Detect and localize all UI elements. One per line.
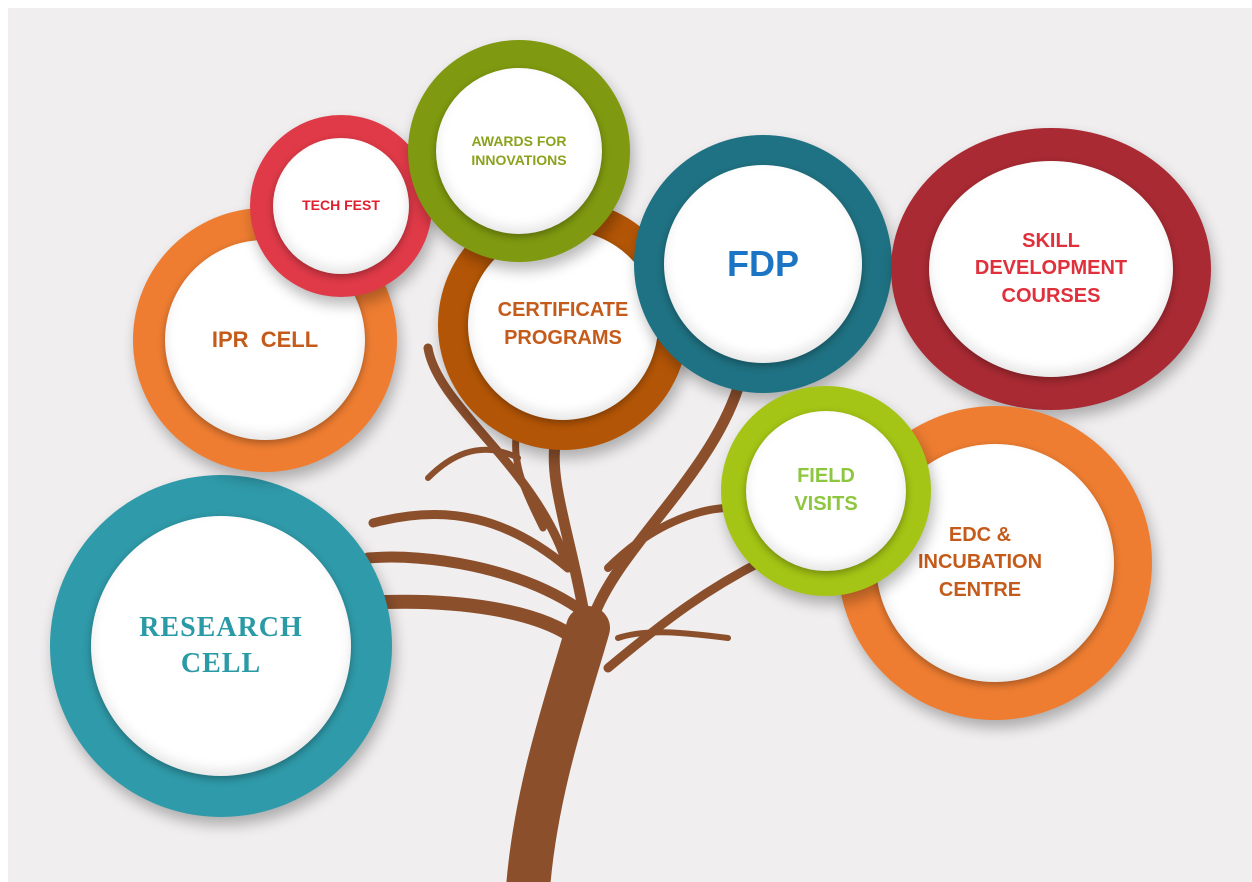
node-research-cell: RESEARCH CELL — [50, 475, 392, 817]
ipr-cell-label: IPR CELL — [211, 326, 319, 352]
node-tech-fest-inner: TECH FEST — [273, 138, 409, 274]
node-fdp-inner: FDP — [664, 165, 862, 363]
field-visits-label: FIELD VISITS — [794, 465, 858, 515]
skill-development-courses-label: SKILL DEVELOPMENT COURSES — [974, 229, 1128, 307]
node-skill-development-courses-inner: SKILL DEVELOPMENT COURSES — [929, 161, 1173, 377]
node-awards-for-innovations: AWARDS FOR INNOVATIONS — [408, 40, 630, 262]
certificate-programs-label: CERTIFICATE PROGRAMS — [497, 299, 629, 349]
tree-trunk-and-branches — [356, 343, 773, 882]
fdp-label: FDP — [727, 243, 799, 285]
node-fdp: FDP — [634, 135, 892, 393]
node-certificate-programs-inner: CERTIFICATE PROGRAMS — [468, 230, 658, 420]
node-research-cell-inner: RESEARCH CELL — [91, 516, 351, 776]
edc-incubation-centre-label: EDC & INCUBATION CENTRE — [917, 523, 1043, 601]
node-tech-fest: TECH FEST — [250, 115, 432, 297]
awards-for-innovations-label: AWARDS FOR INNOVATIONS — [471, 132, 567, 168]
tech-fest-label: TECH FEST — [302, 197, 380, 214]
diagram-canvas: RESEARCH CELL IPR CELL CERTIFICATE PROGR… — [8, 8, 1252, 882]
node-skill-development-courses: SKILL DEVELOPMENT COURSES — [891, 128, 1211, 410]
node-field-visits-inner: FIELD VISITS — [746, 411, 906, 571]
research-cell-label: RESEARCH CELL — [139, 611, 303, 679]
node-field-visits: FIELD VISITS — [721, 386, 931, 596]
node-ipr-cell-inner: IPR CELL — [165, 240, 365, 440]
node-awards-for-innovations-inner: AWARDS FOR INNOVATIONS — [436, 68, 602, 234]
